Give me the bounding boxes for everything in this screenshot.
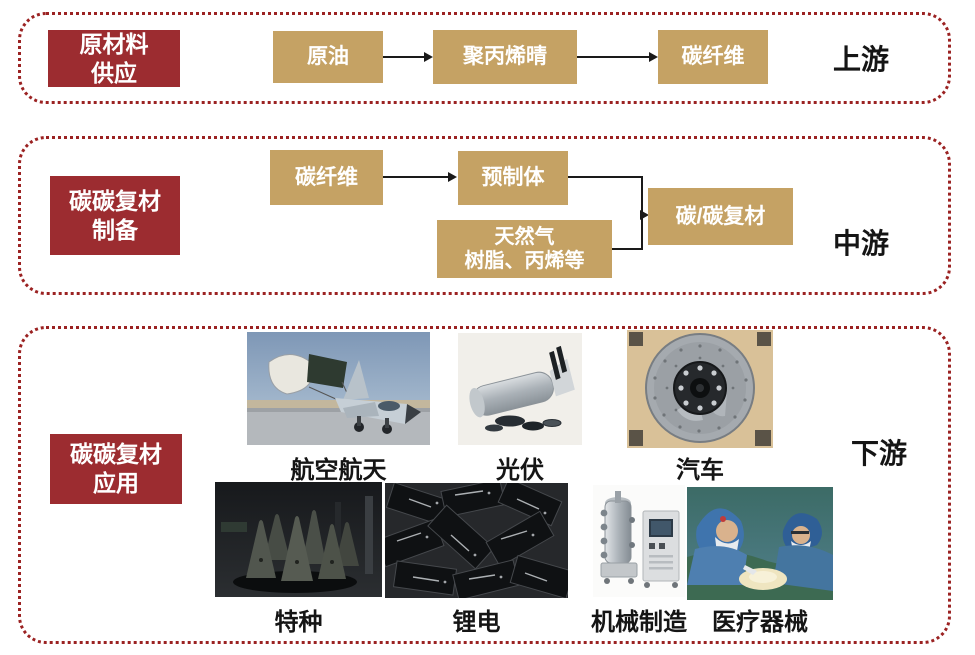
midstream-label-line2: 制备 (92, 216, 138, 243)
downstream-label-box: 碳碳复材 应用 (50, 434, 182, 504)
midstream-label-line1: 碳碳复材 (69, 187, 161, 214)
downstream-label-line1: 碳碳复材 (70, 441, 162, 468)
arrow-line (577, 56, 650, 58)
special-photo (215, 482, 382, 597)
machinery-caption: 机械制造 (591, 609, 687, 636)
node-natural-gas-resin: 天然气 树脂、丙烯等 (437, 220, 612, 278)
midstream-section-border (18, 136, 951, 295)
node-polyacrylonitrile-label: 聚丙烯晴 (463, 45, 547, 69)
node-preform: 预制体 (458, 151, 568, 205)
upstream-label-line2: 供应 (91, 59, 137, 86)
connector-line (612, 248, 643, 250)
arrow-head-icon (649, 52, 658, 62)
connector-line (568, 176, 643, 178)
node-crude-oil: 原油 (273, 31, 383, 83)
downstream-stage-label: 下游 (851, 438, 908, 469)
upstream-stage-label: 上游 (833, 44, 890, 75)
node-cc-composite-label: 碳/碳复材 (675, 204, 766, 228)
photovoltaic-caption: 光伏 (496, 457, 544, 484)
node-gas-line1: 天然气 (494, 226, 555, 248)
arrow-head-icon (424, 52, 433, 62)
aerospace-photo (247, 332, 430, 445)
node-gas-line2: 树脂、丙烯等 (464, 250, 585, 272)
node-crude-oil-label: 原油 (307, 45, 349, 69)
node-carbon-fiber-up: 碳纤维 (658, 30, 768, 84)
node-carbon-fiber-mid: 碳纤维 (270, 150, 383, 205)
aerospace-caption: 航空航天 (290, 457, 387, 484)
node-preform-label: 预制体 (481, 166, 545, 190)
lithium-battery-photo (385, 483, 568, 598)
automotive-photo (627, 330, 773, 448)
lithium-battery-caption: 锂电 (452, 609, 501, 636)
upstream-label-box: 原材料 供应 (48, 30, 180, 87)
downstream-section-border (18, 326, 951, 644)
arrow-line (383, 56, 425, 58)
special-caption: 特种 (274, 609, 323, 636)
photovoltaic-photo (458, 333, 582, 445)
medical-photo (687, 487, 833, 600)
node-carbon-fiber-up-label: 碳纤维 (681, 45, 745, 69)
medical-caption: 医疗器械 (712, 609, 808, 636)
midstream-label-box: 碳碳复材 制备 (50, 176, 180, 255)
midstream-stage-label: 中游 (833, 228, 890, 259)
automotive-caption: 汽车 (676, 457, 724, 484)
node-polyacrylonitrile: 聚丙烯晴 (433, 30, 577, 84)
upstream-section-border (18, 12, 951, 104)
arrow-head-icon (640, 210, 649, 220)
upstream-label-line1: 原材料 (79, 30, 149, 57)
arrow-head-icon (448, 172, 457, 182)
machinery-photo (593, 485, 685, 597)
node-carbon-fiber-mid-label: 碳纤维 (295, 165, 358, 189)
downstream-label-line2: 应用 (93, 470, 139, 496)
arrow-line (383, 176, 449, 178)
node-cc-composite: 碳/碳复材 (648, 188, 793, 245)
